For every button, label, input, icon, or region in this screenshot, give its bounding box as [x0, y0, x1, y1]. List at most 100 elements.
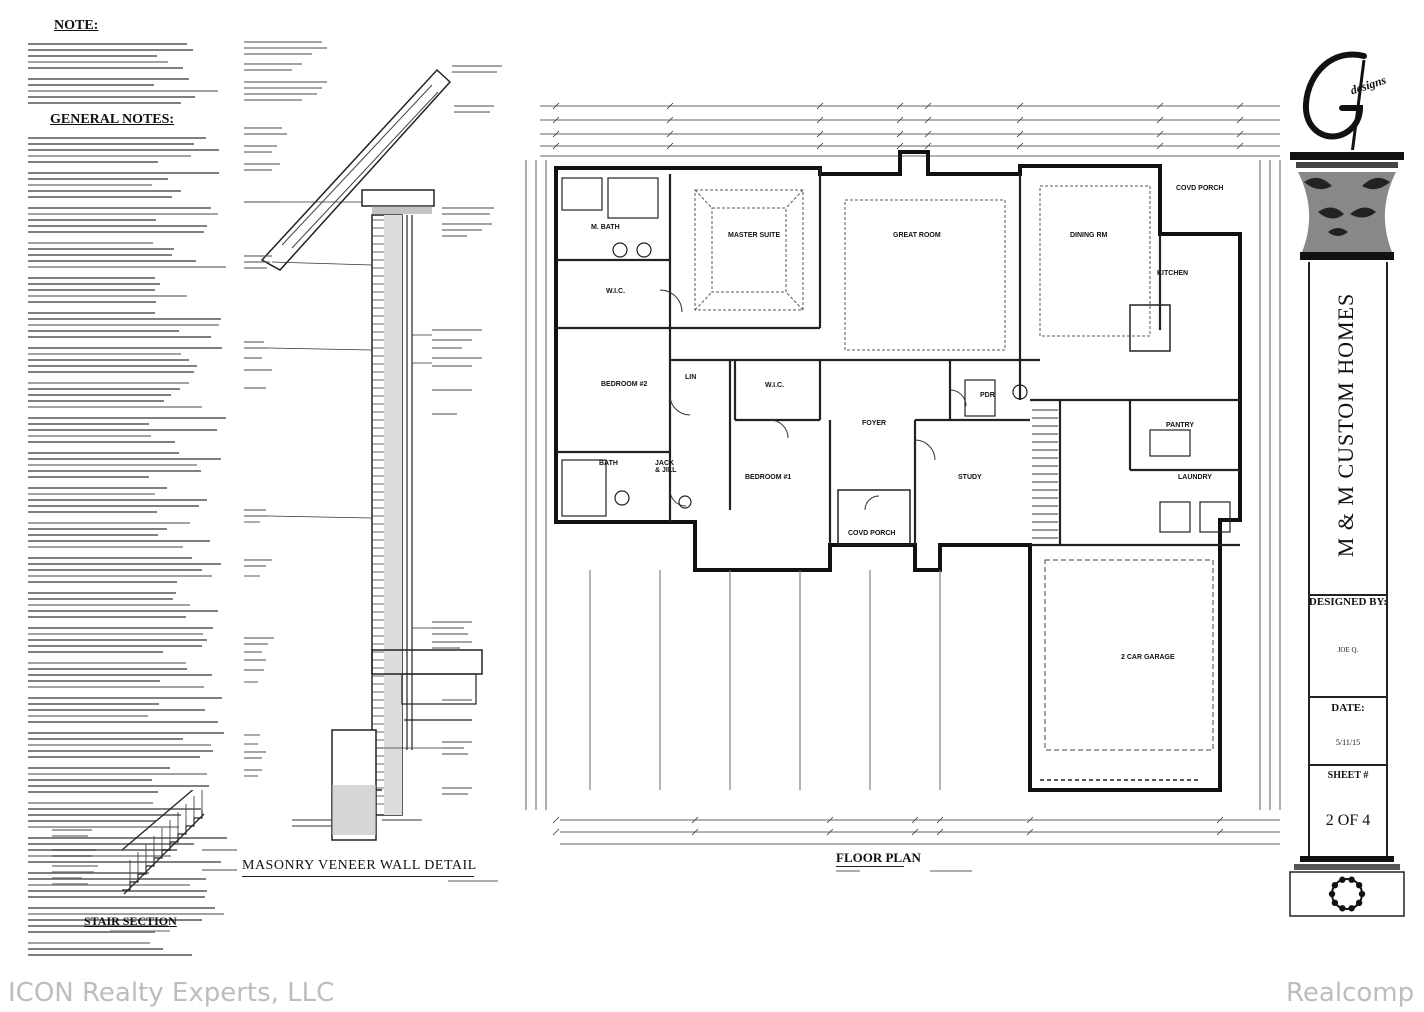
- note-text-line: [28, 476, 149, 478]
- note-text-line: [28, 709, 206, 711]
- room-label-dining-rm: DINING RM: [1070, 232, 1108, 239]
- note-text-line: [28, 470, 201, 472]
- note-text-line: [28, 843, 195, 845]
- note-text-line: [28, 283, 160, 285]
- note-text-line: [28, 744, 211, 746]
- note-text-line: [28, 487, 167, 489]
- note-text-line: [28, 616, 187, 618]
- floor-plan-title-underline: [836, 866, 904, 867]
- note-text-line: [28, 878, 207, 880]
- note-text-line: [28, 861, 222, 863]
- note-text-line: [28, 184, 153, 186]
- note-text-line: [28, 406, 202, 408]
- note-text-line: [28, 312, 156, 314]
- note-block: [28, 43, 228, 104]
- masonry-detail-drawing: [244, 41, 502, 841]
- floor-plan-title: FLOOR PLAN: [836, 850, 921, 865]
- note-text-line: [28, 779, 153, 781]
- note-text-line: [28, 43, 188, 45]
- designed-by-label: DESIGNED BY:: [1308, 596, 1388, 608]
- note-text-line: [28, 330, 180, 332]
- note-text-line: [28, 627, 214, 629]
- note-text-line: [28, 528, 167, 530]
- note-text-line: [28, 808, 201, 810]
- note-text-line: [28, 610, 219, 612]
- note-text-line: [28, 143, 195, 145]
- note-text-line: [28, 318, 222, 320]
- note-text-line: [28, 499, 208, 501]
- note-text-line: [28, 277, 156, 279]
- note-text-line: [28, 942, 151, 944]
- note-text-line: [28, 913, 225, 915]
- note-text-line: [28, 680, 160, 682]
- room-label-pdr: PDR: [980, 392, 995, 399]
- note-text-line: [28, 336, 211, 338]
- note-text-line: [28, 417, 226, 419]
- room-label-bath: BATH: [599, 460, 618, 467]
- room-label-garage: 2 CAR GARAGE: [1121, 654, 1175, 661]
- company-name: M & M CUSTOM HOMES: [1333, 292, 1358, 558]
- note-text-line: [28, 161, 158, 163]
- masonry-title-underline: [242, 876, 474, 877]
- room-label-lin: LIN: [685, 374, 697, 381]
- general-notes-heading: GENERAL NOTES:: [50, 112, 175, 127]
- note-text-line: [28, 954, 193, 956]
- note-text-line: [28, 703, 160, 705]
- note-text-line: [28, 931, 156, 933]
- note-text-line: [28, 394, 172, 396]
- note-text-line: [28, 598, 173, 600]
- room-label-jack-jill: JACK & JILL: [655, 460, 677, 474]
- note-text-line: [28, 266, 226, 268]
- stair-section-scale-line: [110, 930, 170, 932]
- date-label: DATE:: [1331, 702, 1365, 714]
- note-text-line: [28, 207, 211, 209]
- note-text-line: [28, 674, 212, 676]
- note-text-line: [28, 435, 152, 437]
- note-text-line: [28, 353, 182, 355]
- note-text-line: [28, 651, 163, 653]
- note-text-line: [28, 919, 203, 921]
- note-text-line: [28, 458, 222, 460]
- note-text-line: [28, 925, 169, 927]
- note-text-line: [28, 172, 219, 174]
- note-text-line: [28, 697, 223, 699]
- note-text-line: [28, 826, 180, 828]
- note-text-line: [28, 581, 177, 583]
- note-text-line: [28, 493, 156, 495]
- note-text-line: [28, 721, 219, 723]
- room-label-covd-porch-front: COVD PORCH: [848, 530, 896, 537]
- room-label-kitchen: KITCHEN: [1157, 270, 1189, 277]
- stair-section-title: STAIR SECTION: [84, 914, 177, 928]
- general-notes-block: [28, 137, 228, 956]
- room-label-study: STUDY: [958, 474, 982, 481]
- note-text-line: [28, 569, 202, 571]
- note-text-line: [28, 365, 198, 367]
- note-text-line: [28, 785, 209, 787]
- sheet-label: SHEET #: [1327, 770, 1369, 781]
- note-text-line: [28, 359, 189, 361]
- note-text-line: [28, 837, 228, 839]
- note-text-line: [28, 604, 190, 606]
- note-text-line: [28, 324, 219, 326]
- g-designs-logo: [1302, 51, 1367, 150]
- note-text-line: [28, 137, 207, 139]
- note-text-line: [28, 872, 149, 874]
- note-text-line: [28, 67, 184, 69]
- designed-by-panel: [1308, 594, 1388, 698]
- note-text-line: [28, 855, 172, 857]
- note-text-line: [28, 429, 218, 431]
- note-text-line: [28, 592, 176, 594]
- note-text-line: [28, 61, 168, 63]
- stair-section-drawing: [52, 790, 237, 895]
- note-text-line: [28, 738, 184, 740]
- room-label-m-bath: M. BATH: [591, 224, 620, 231]
- note-text-line: [28, 791, 159, 793]
- note-text-line: [28, 907, 215, 909]
- note-text-line: [28, 750, 214, 752]
- note-text-line: [28, 452, 179, 454]
- notes-column: NOTE: GENERAL NOTES:: [28, 18, 228, 956]
- room-label-bedroom1: BEDROOM #1: [745, 474, 792, 481]
- note-text-line: [28, 90, 219, 92]
- note-text-line: [28, 382, 189, 384]
- note-text-line: [28, 767, 170, 769]
